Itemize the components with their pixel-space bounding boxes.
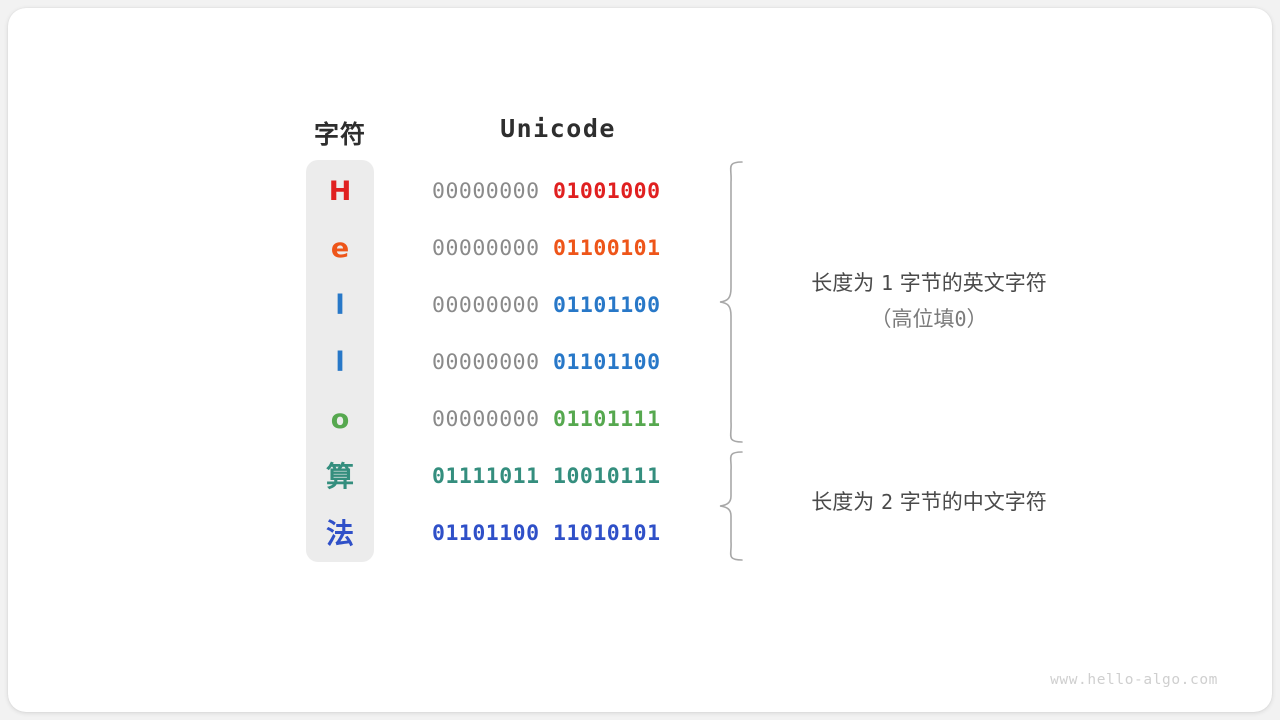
low-byte: 01101100 (553, 350, 661, 375)
unicode-binary-row: 01101100 11010101 (432, 514, 684, 554)
annotation-1-value: 1 (880, 271, 894, 295)
annotation-1-sub-suffix: ） (966, 307, 988, 331)
annotation-english-bytes: 长度为 1 字节的英文字符 （高位填0） (768, 265, 1090, 337)
high-byte: 00000000 (432, 179, 540, 204)
unicode-binary-row: 00000000 01101100 (432, 286, 684, 326)
annotation-1-suffix: 字节的英文字符 (899, 271, 1047, 295)
low-byte: 01100101 (553, 236, 661, 261)
unicode-binary-row: 00000000 01100101 (432, 229, 684, 269)
unicode-binary-row: 00000000 01101100 (432, 343, 684, 383)
character-glyph: H (328, 176, 352, 207)
unicode-binary-row: 01111011 10010111 (432, 457, 684, 497)
high-byte: 00000000 (432, 236, 540, 261)
annotation-1-sub-prefix: （高位填 (870, 307, 955, 331)
annotation-2-value: 2 (880, 490, 894, 514)
low-byte: 01101100 (553, 293, 661, 318)
annotation-1-line2: （高位填0） (768, 301, 1090, 337)
annotation-2-prefix: 长度为 (811, 490, 875, 514)
brace-chinese-group (719, 451, 743, 561)
character-glyph: 法 (325, 517, 354, 550)
brace-english-group (719, 161, 743, 443)
low-byte: 10010111 (553, 464, 661, 489)
figure-card (8, 8, 1272, 712)
character-glyph: l (335, 290, 345, 321)
high-byte: 00000000 (432, 350, 540, 375)
high-byte: 00000000 (432, 293, 540, 318)
annotation-1-sub-value: 0 (954, 307, 967, 331)
high-byte: 01111011 (432, 464, 540, 489)
character-glyph: e (330, 233, 350, 264)
unicode-binary-row: 00000000 01001000 (432, 172, 684, 212)
annotation-1-prefix: 长度为 (811, 271, 875, 295)
annotation-1-line1: 长度为 1 字节的英文字符 (811, 271, 1046, 295)
unicode-binary-row: 00000000 01101111 (432, 400, 684, 440)
annotation-2-suffix: 字节的中文字符 (899, 490, 1047, 514)
high-byte: 01101100 (432, 521, 540, 546)
annotation-chinese-bytes: 长度为 2 字节的中文字符 (768, 484, 1090, 520)
character-glyph: l (335, 347, 345, 378)
column-header-character: 字符 (313, 121, 366, 149)
character-glyph: 算 (325, 460, 354, 493)
column-header-unicode: Unicode (500, 114, 616, 143)
character-column-background (306, 160, 374, 562)
character-glyph: o (330, 404, 350, 435)
annotation-2-line1: 长度为 2 字节的中文字符 (811, 490, 1046, 514)
low-byte: 01001000 (553, 179, 661, 204)
low-byte: 01101111 (553, 407, 661, 432)
low-byte: 11010101 (553, 521, 661, 546)
watermark: www.hello-algo.com (1050, 672, 1218, 688)
high-byte: 00000000 (432, 407, 540, 432)
